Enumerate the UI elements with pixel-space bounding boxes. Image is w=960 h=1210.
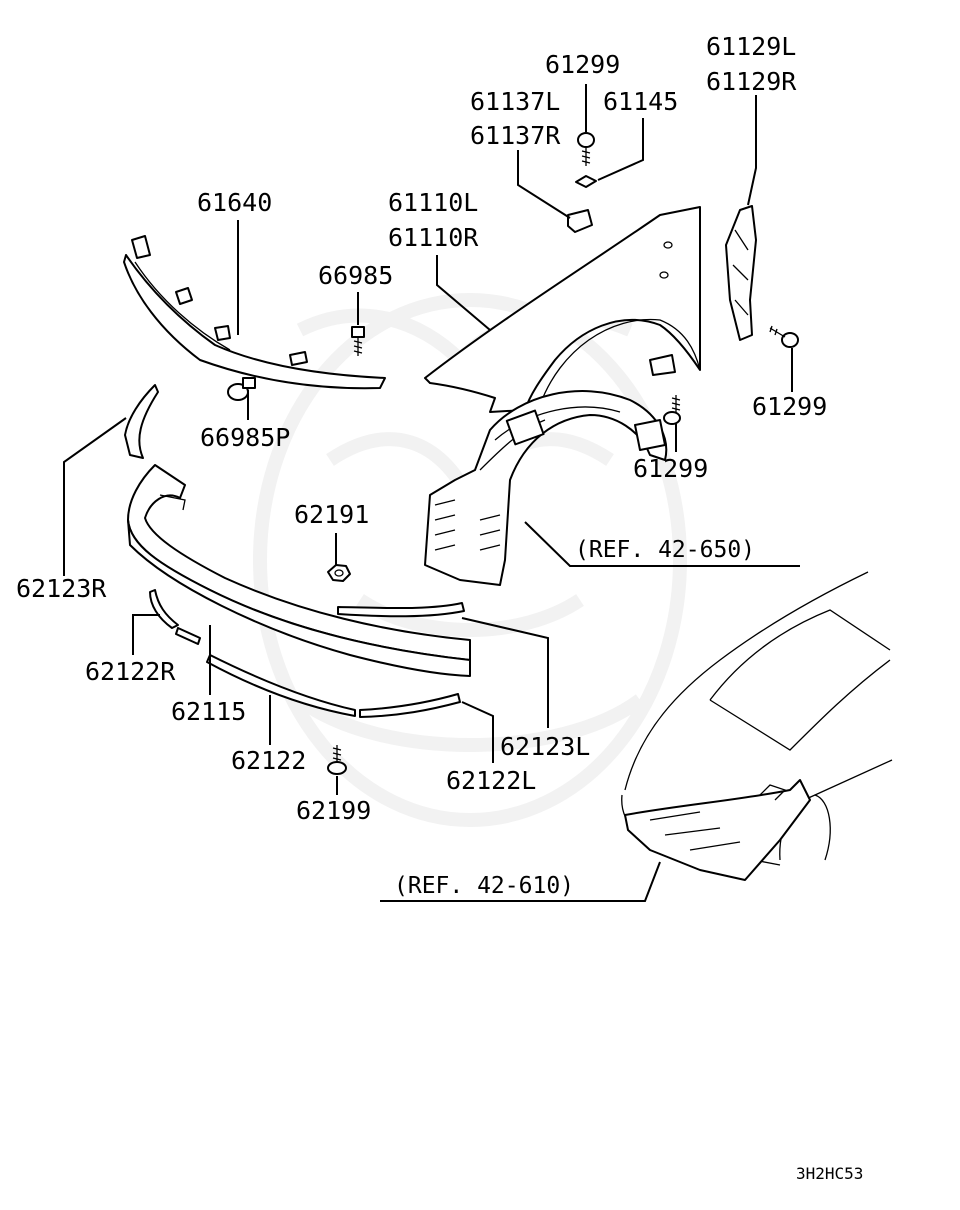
clip-66985P	[227, 377, 256, 401]
label-61299-top: 61299	[545, 50, 620, 79]
fender-bracket-61137	[567, 209, 593, 233]
label-62115: 62115	[171, 697, 246, 726]
nut-62191	[327, 564, 351, 582]
label-61137R: 61137R	[470, 121, 561, 150]
label-61137L: 61137L	[470, 87, 560, 116]
fender-61110	[424, 206, 701, 413]
label-66985P: 66985P	[200, 423, 290, 452]
inner-fender-liner	[424, 390, 668, 586]
upper-panel-61640	[123, 235, 386, 390]
ref-label-42-610: (REF. 42-610)	[394, 873, 574, 899]
screw-61299-mid	[663, 395, 681, 425]
label-61129R: 61129R	[706, 67, 797, 96]
label-66985: 66985	[318, 261, 393, 290]
label-62122R: 62122R	[85, 657, 176, 686]
leader-lines	[63, 84, 800, 902]
diagram-code: 3H2HC53	[796, 1164, 863, 1183]
label-62123L: 62123L	[500, 732, 590, 761]
engine-undercover	[624, 779, 811, 881]
car-outline	[621, 571, 893, 866]
screw-61299-top	[577, 132, 595, 166]
molding-62122	[206, 654, 356, 717]
label-62191: 62191	[294, 500, 369, 529]
nut-61145	[575, 175, 597, 188]
trim-62123L	[337, 602, 465, 618]
label-62122L: 62122L	[446, 766, 536, 795]
screw-66985	[351, 326, 365, 356]
ref-label-42-650: (REF. 42-650)	[575, 537, 755, 563]
label-62123R: 62123R	[16, 574, 107, 603]
label-61110R: 61110R	[388, 223, 479, 252]
molding-62122L	[359, 693, 461, 718]
bracket-61129	[725, 205, 757, 341]
screw-61299-right	[769, 325, 799, 348]
label-61129L: 61129L	[706, 32, 796, 61]
screw-62199	[327, 745, 347, 775]
label-61640: 61640	[197, 188, 272, 217]
label-61299-right: 61299	[752, 392, 827, 421]
molding-62122R	[149, 589, 201, 645]
label-61145: 61145	[603, 87, 678, 116]
label-62122: 62122	[231, 746, 306, 775]
label-61299-mid: 61299	[633, 454, 708, 483]
label-62199: 62199	[296, 796, 371, 825]
trim-62123R	[124, 384, 159, 459]
front-bumper-62115	[127, 464, 471, 677]
part-labels: 61129L 61129R 61299 61137L 61137R 61145 …	[16, 32, 863, 1183]
label-61110L: 61110L	[388, 188, 478, 217]
